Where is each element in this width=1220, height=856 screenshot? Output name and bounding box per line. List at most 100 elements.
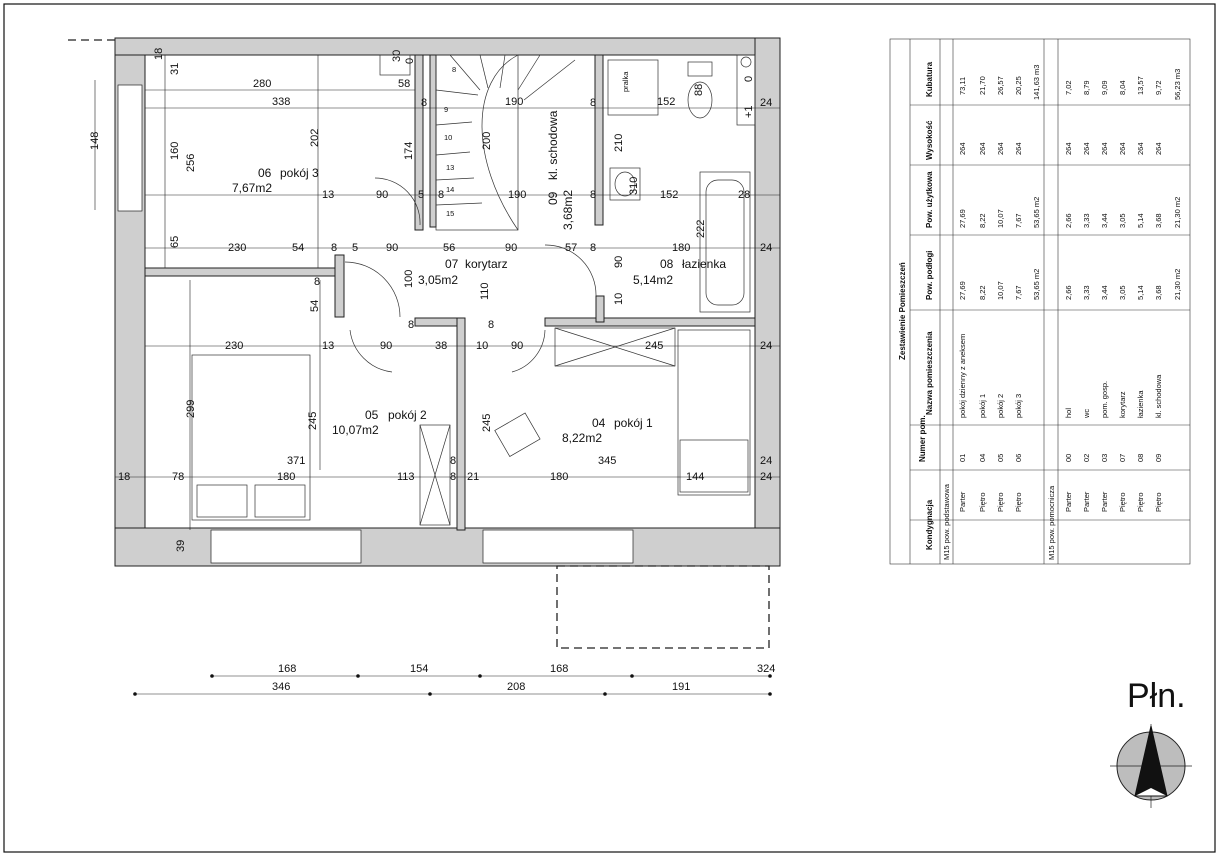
svg-text:100: 100 xyxy=(403,270,415,288)
svg-text:113: 113 xyxy=(397,471,415,483)
svg-text:0: 0 xyxy=(743,76,755,82)
svg-text:8: 8 xyxy=(421,97,427,109)
svg-text:264: 264 xyxy=(958,142,967,155)
svg-text:8,22: 8,22 xyxy=(978,285,987,300)
group1-row-2: Piętro 05 pokój 2 10,07 10,07 264 26,57 xyxy=(996,76,1005,512)
group2-row-4: Piętro 08 łazienka 5,14 5,14 264 13,57 xyxy=(1136,76,1145,512)
balcony-outline xyxy=(556,565,770,649)
svg-text:152: 152 xyxy=(657,96,675,108)
svg-text:pokój 1: pokój 1 xyxy=(978,394,987,418)
svg-text:39: 39 xyxy=(175,540,187,552)
svg-text:13: 13 xyxy=(322,340,334,352)
svg-text:190: 190 xyxy=(508,189,526,201)
svg-text:08: 08 xyxy=(660,257,674,271)
svg-text:78: 78 xyxy=(172,471,184,483)
svg-text:2,66: 2,66 xyxy=(1064,285,1073,300)
svg-text:pokój 3: pokój 3 xyxy=(1014,394,1023,418)
svg-text:21,30 m2: 21,30 m2 xyxy=(1173,197,1182,228)
svg-text:53,65 m2: 53,65 m2 xyxy=(1032,269,1041,300)
svg-text:09: 09 xyxy=(546,191,560,205)
svg-text:264: 264 xyxy=(1082,142,1091,155)
room-label-06: 06 pokój 3 7,67m2 xyxy=(232,166,319,195)
svg-text:202: 202 xyxy=(309,129,321,147)
svg-text:180: 180 xyxy=(672,242,690,254)
group1-totals: 53,65 m2 53,65 m2 141,63 m3 xyxy=(1032,65,1041,300)
svg-text:26,57: 26,57 xyxy=(996,76,1005,95)
furniture: pralka xyxy=(191,54,756,526)
svg-text:8: 8 xyxy=(438,189,444,201)
svg-text:65: 65 xyxy=(169,236,181,248)
north-arrow-icon xyxy=(1110,724,1192,808)
svg-text:24: 24 xyxy=(760,242,772,254)
svg-text:10: 10 xyxy=(444,133,452,142)
room-labels: 06 pokój 3 7,67m2 07 korytarz 3,05m2 09 … xyxy=(232,110,726,445)
svg-text:21,30 m2: 21,30 m2 xyxy=(1173,269,1182,300)
svg-text:03: 03 xyxy=(1100,454,1109,462)
svg-text:56,23 m3: 56,23 m3 xyxy=(1173,69,1182,100)
svg-text:10: 10 xyxy=(613,293,625,305)
svg-text:5: 5 xyxy=(418,189,424,201)
svg-text:21,70: 21,70 xyxy=(978,76,987,95)
room-schedule-table: Zestawienie Pomieszczeń Kondygnacja Nume… xyxy=(889,38,1191,565)
svg-text:8,79: 8,79 xyxy=(1082,80,1091,95)
svg-text:264: 264 xyxy=(978,142,987,155)
svg-text:8: 8 xyxy=(331,242,337,254)
svg-text:04: 04 xyxy=(978,454,987,462)
svg-text:8: 8 xyxy=(450,471,456,483)
svg-text:Pow. podłogi: Pow. podłogi xyxy=(925,251,934,300)
group2-row-5: Piętro 09 kl. schodowa 3,68 3,68 264 9,7… xyxy=(1154,80,1163,512)
svg-text:Kubatura: Kubatura xyxy=(925,61,934,97)
bed-room-1 xyxy=(677,329,751,496)
room-label-07: 07 korytarz 3,05m2 xyxy=(418,257,508,287)
group2-row-1: Parter 02 wc 3,33 3,33 264 8,79 xyxy=(1082,80,1091,512)
svg-text:M15 pow. podstawowa: M15 pow. podstawowa xyxy=(942,483,951,560)
svg-text:5: 5 xyxy=(352,242,358,254)
svg-text:27,69: 27,69 xyxy=(958,209,967,228)
svg-text:245: 245 xyxy=(307,412,319,430)
svg-text:264: 264 xyxy=(1064,142,1073,155)
svg-text:kl. schodowa: kl. schodowa xyxy=(1154,374,1163,418)
svg-text:8: 8 xyxy=(314,276,320,288)
svg-text:3,68m2: 3,68m2 xyxy=(561,190,575,230)
svg-text:222: 222 xyxy=(695,220,707,238)
sink xyxy=(609,167,641,201)
svg-text:24: 24 xyxy=(760,340,772,352)
svg-text:24: 24 xyxy=(760,97,772,109)
svg-text:5,14: 5,14 xyxy=(1136,285,1145,300)
svg-text:27,69: 27,69 xyxy=(958,281,967,300)
svg-text:pokój 1: pokój 1 xyxy=(614,416,653,430)
svg-text:8: 8 xyxy=(408,319,414,331)
svg-text:2,66: 2,66 xyxy=(1064,213,1073,228)
svg-text:90: 90 xyxy=(386,242,398,254)
svg-text:korytarz: korytarz xyxy=(1118,391,1127,418)
svg-text:08: 08 xyxy=(1136,454,1145,462)
svg-text:10,07m2: 10,07m2 xyxy=(332,423,379,437)
svg-text:3,05: 3,05 xyxy=(1118,213,1127,228)
svg-text:208: 208 xyxy=(507,681,525,693)
svg-text:Parter: Parter xyxy=(958,491,967,512)
svg-text:Piętro: Piętro xyxy=(1014,492,1023,512)
inner-walls xyxy=(144,54,756,531)
svg-text:10,07: 10,07 xyxy=(996,281,1005,300)
svg-text:wc: wc xyxy=(1082,409,1091,419)
svg-text:3,68: 3,68 xyxy=(1154,285,1163,300)
svg-text:31: 31 xyxy=(169,63,181,75)
svg-text:3,68: 3,68 xyxy=(1154,213,1163,228)
svg-text:7,02: 7,02 xyxy=(1064,80,1073,95)
svg-text:90: 90 xyxy=(613,256,625,268)
svg-text:174: 174 xyxy=(403,142,415,160)
svg-text:3,44: 3,44 xyxy=(1100,213,1109,228)
svg-text:8: 8 xyxy=(590,242,596,254)
svg-text:hol: hol xyxy=(1064,408,1073,418)
svg-text:88: 88 xyxy=(693,84,705,96)
svg-text:Piętro: Piętro xyxy=(1118,492,1127,512)
svg-text:pokój 2: pokój 2 xyxy=(996,394,1005,418)
svg-text:371: 371 xyxy=(287,455,305,467)
room-label-05: 05 pokój 2 10,07m2 xyxy=(332,408,427,437)
svg-text:338: 338 xyxy=(272,96,290,108)
svg-text:54: 54 xyxy=(309,300,321,312)
svg-text:28: 28 xyxy=(738,189,750,201)
svg-text:264: 264 xyxy=(1154,142,1163,155)
svg-text:5,14: 5,14 xyxy=(1136,213,1145,228)
